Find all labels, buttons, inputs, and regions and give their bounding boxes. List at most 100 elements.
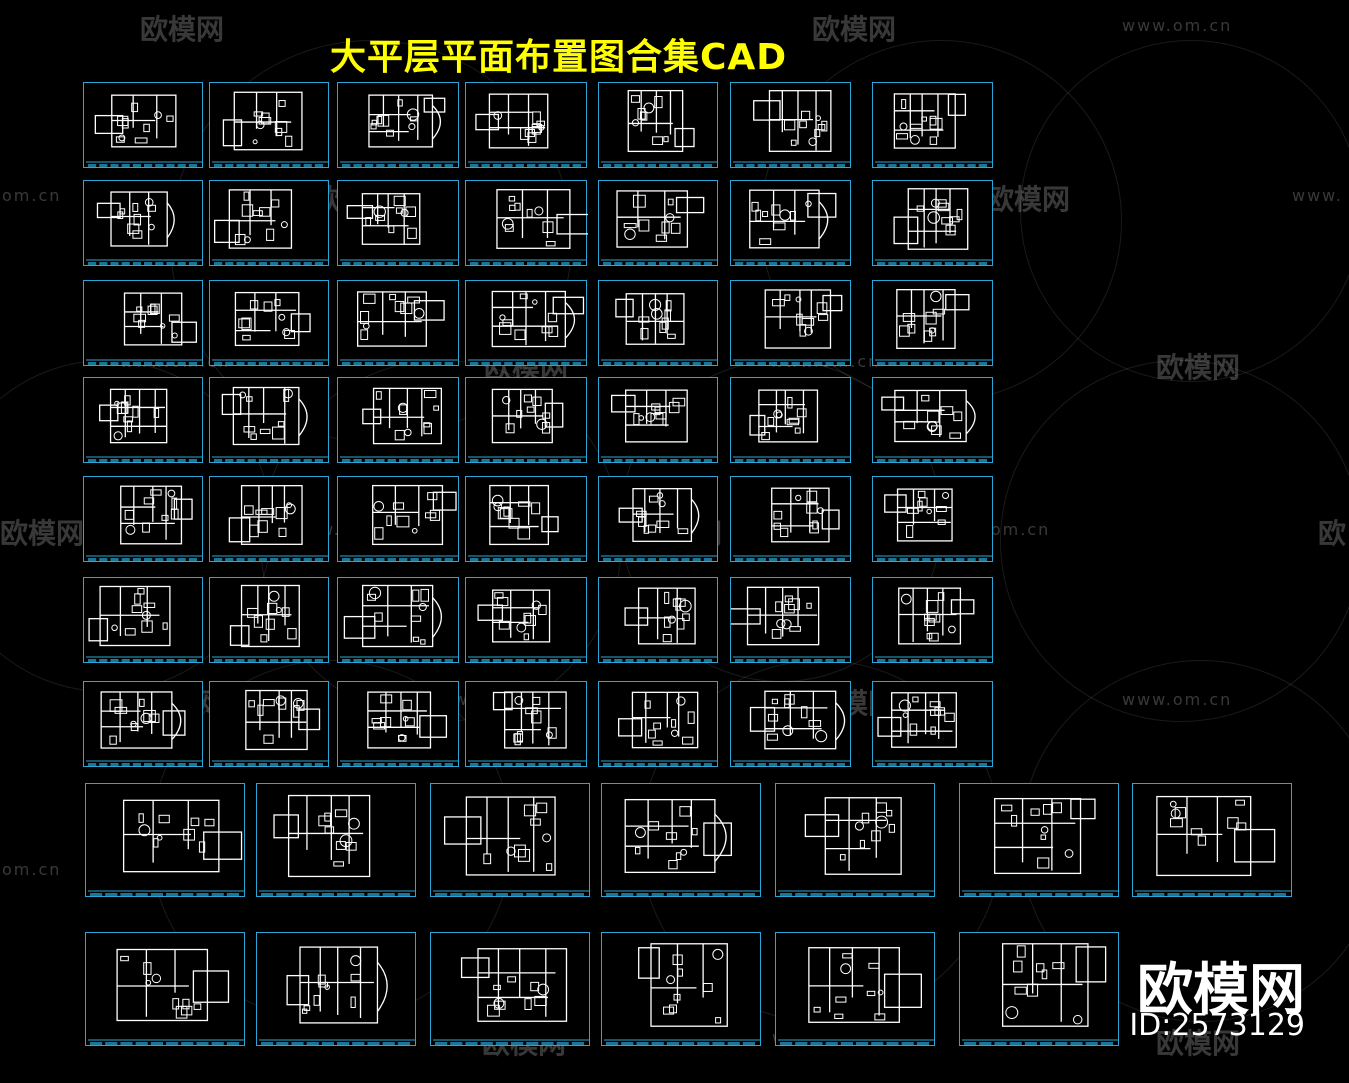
floor-plan-sheet[interactable] <box>430 932 590 1046</box>
floor-plan-sheet[interactable] <box>465 476 587 562</box>
floor-plan-drawing <box>601 691 717 766</box>
floor-plan-sheet[interactable] <box>337 280 459 366</box>
floor-plan-sheet[interactable] <box>598 681 718 767</box>
floor-plan-sheet[interactable] <box>1132 783 1292 897</box>
floor-plan-sheet[interactable] <box>83 377 203 463</box>
floor-plan-sheet[interactable] <box>85 783 245 897</box>
floor-plan-sheet[interactable] <box>601 932 761 1046</box>
floor-plan-sheet[interactable] <box>872 577 993 663</box>
floor-plan-drawing <box>1135 795 1291 896</box>
floor-plan-sheet[interactable] <box>337 681 459 767</box>
floor-plan-sheet[interactable] <box>337 476 459 562</box>
floor-plan-sheet[interactable] <box>83 577 203 663</box>
floor-plan-sheet[interactable] <box>598 280 718 366</box>
floor-plan-sheet[interactable] <box>465 681 587 767</box>
floor-plan-drawing <box>875 289 992 365</box>
floor-plan-drawing <box>88 948 244 1045</box>
floor-plan-drawing <box>778 797 934 896</box>
floor-plan-sheet[interactable] <box>465 280 587 366</box>
floor-plan-sheet[interactable] <box>872 476 993 562</box>
floor-plan-sheet[interactable] <box>730 82 851 168</box>
floor-plan-sheet[interactable] <box>730 681 851 767</box>
floor-plan-drawing <box>601 190 717 265</box>
floor-plan-drawing <box>340 387 458 462</box>
floor-plan-sheet[interactable] <box>83 681 203 767</box>
floor-plan-drawing <box>433 948 589 1045</box>
floor-plan-sheet[interactable] <box>872 280 993 366</box>
floor-plan-sheet[interactable] <box>83 476 203 562</box>
floor-plan-drawing <box>212 189 328 265</box>
floor-plan-drawing <box>86 191 202 265</box>
floor-plan-drawing <box>778 947 934 1045</box>
floor-plan-sheet[interactable] <box>83 82 203 168</box>
floor-plan-sheet[interactable] <box>209 577 329 663</box>
floor-plan-drawing <box>86 691 202 766</box>
floor-plan-sheet[interactable] <box>598 180 718 266</box>
floor-plan-drawing <box>212 386 328 462</box>
watermark-url: om.cn <box>2 186 62 205</box>
watermark-url: om.cn <box>2 860 62 879</box>
floor-plan-sheet[interactable] <box>337 180 459 266</box>
floor-plan-sheet[interactable] <box>256 932 416 1046</box>
floor-plan-sheet[interactable] <box>730 577 851 663</box>
floor-plan-sheet[interactable] <box>209 180 329 266</box>
floor-plan-drawing <box>212 91 328 167</box>
floor-plan-sheet[interactable] <box>465 577 587 663</box>
floor-plan-sheet[interactable] <box>337 377 459 463</box>
floor-plan-sheet[interactable] <box>83 180 203 266</box>
floor-plan-drawing <box>212 689 328 766</box>
floor-plan-drawing <box>259 794 415 896</box>
watermark-url: www. <box>1292 186 1343 205</box>
floor-plan-drawing <box>731 586 850 662</box>
floor-plan-drawing <box>468 93 586 167</box>
floor-plan-sheet[interactable] <box>959 783 1119 897</box>
floor-plan-drawing <box>86 585 202 662</box>
floor-plan-sheet[interactable] <box>209 82 329 168</box>
floor-plan-sheet[interactable] <box>209 280 329 366</box>
floor-plan-drawing <box>340 484 458 561</box>
floor-plan-sheet[interactable] <box>85 932 245 1046</box>
floor-plan-drawing <box>468 388 586 462</box>
floor-plan-sheet[interactable] <box>598 476 718 562</box>
floor-plan-drawing <box>86 94 202 167</box>
floor-plan-sheet[interactable] <box>598 377 718 463</box>
floor-plan-sheet[interactable] <box>465 377 587 463</box>
floor-plan-sheet[interactable] <box>598 577 718 663</box>
floor-plan-sheet[interactable] <box>730 280 851 366</box>
floor-plan-drawing <box>733 389 850 462</box>
floor-plan-drawing <box>468 589 586 662</box>
floor-plan-sheet[interactable] <box>775 783 935 897</box>
watermark-url: www.om.cn <box>1122 690 1233 709</box>
floor-plan-drawing <box>468 691 586 766</box>
brand-id-label: ID:2573129 <box>1129 1008 1305 1043</box>
floor-plan-sheet[interactable] <box>465 180 588 266</box>
floor-plan-sheet[interactable] <box>337 82 459 168</box>
floor-plan-drawing <box>86 388 202 462</box>
floor-plan-sheet[interactable] <box>601 783 761 897</box>
floor-plan-sheet[interactable] <box>337 577 459 663</box>
floor-plan-sheet[interactable] <box>256 783 416 897</box>
floor-plan-drawing <box>433 796 589 896</box>
floor-plan-sheet[interactable] <box>775 932 935 1046</box>
floor-plan-sheet[interactable] <box>959 932 1119 1046</box>
floor-plan-sheet[interactable] <box>730 180 851 266</box>
floor-plan-sheet[interactable] <box>872 82 993 168</box>
floor-plan-sheet[interactable] <box>598 82 718 168</box>
floor-plan-drawing <box>875 488 992 561</box>
floor-plan-drawing <box>86 485 202 561</box>
floor-plan-sheet[interactable] <box>730 476 851 562</box>
floor-plan-sheet[interactable] <box>872 681 993 767</box>
watermark-url: www.om.cn <box>1122 16 1233 35</box>
floor-plan-sheet[interactable] <box>730 377 851 463</box>
watermark-logo: 欧模网 <box>0 517 85 550</box>
floor-plan-sheet[interactable] <box>83 280 203 366</box>
floor-plan-drawing <box>875 587 992 662</box>
floor-plan-sheet[interactable] <box>872 180 993 266</box>
floor-plan-sheet[interactable] <box>209 476 329 562</box>
floor-plan-drawing <box>601 89 717 167</box>
floor-plan-sheet[interactable] <box>209 377 329 463</box>
floor-plan-sheet[interactable] <box>209 681 329 767</box>
floor-plan-sheet[interactable] <box>872 377 993 463</box>
floor-plan-sheet[interactable] <box>430 783 590 897</box>
floor-plan-sheet[interactable] <box>465 82 587 168</box>
